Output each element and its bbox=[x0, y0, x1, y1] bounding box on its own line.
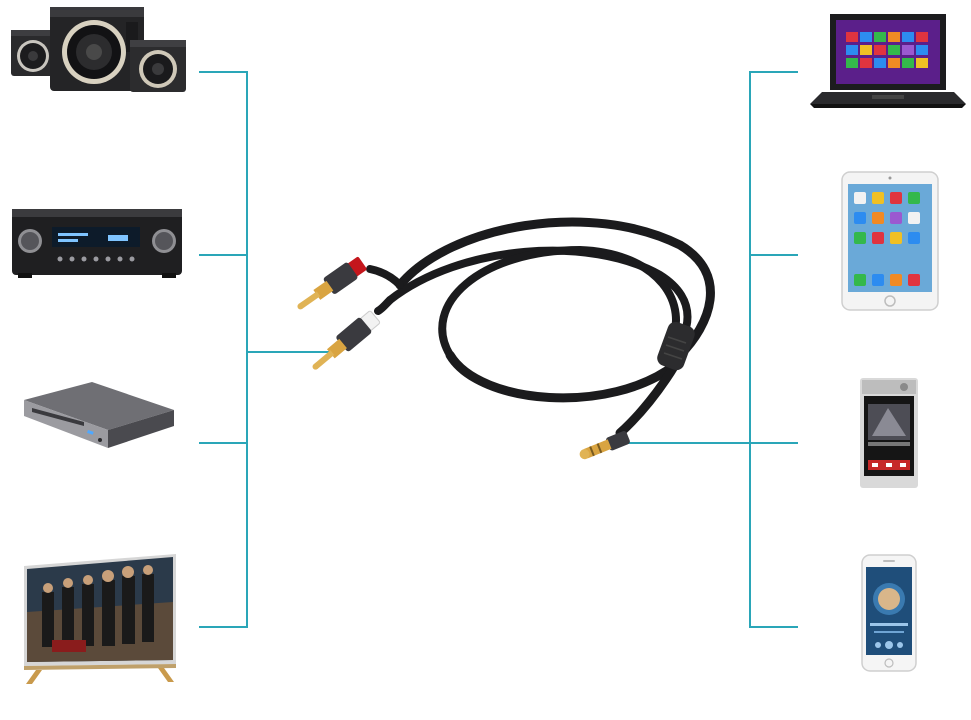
av-receiver-icon bbox=[12, 207, 184, 279]
tablet-icon bbox=[840, 170, 940, 312]
smartphone-icon bbox=[860, 553, 918, 673]
television-icon bbox=[22, 552, 180, 687]
speaker-system-icon bbox=[8, 2, 193, 97]
laptop-icon bbox=[810, 12, 970, 110]
rca-to-aux-cable-icon bbox=[290, 205, 730, 485]
media-player-icon bbox=[858, 376, 920, 490]
dvd-player-icon bbox=[22, 380, 177, 452]
